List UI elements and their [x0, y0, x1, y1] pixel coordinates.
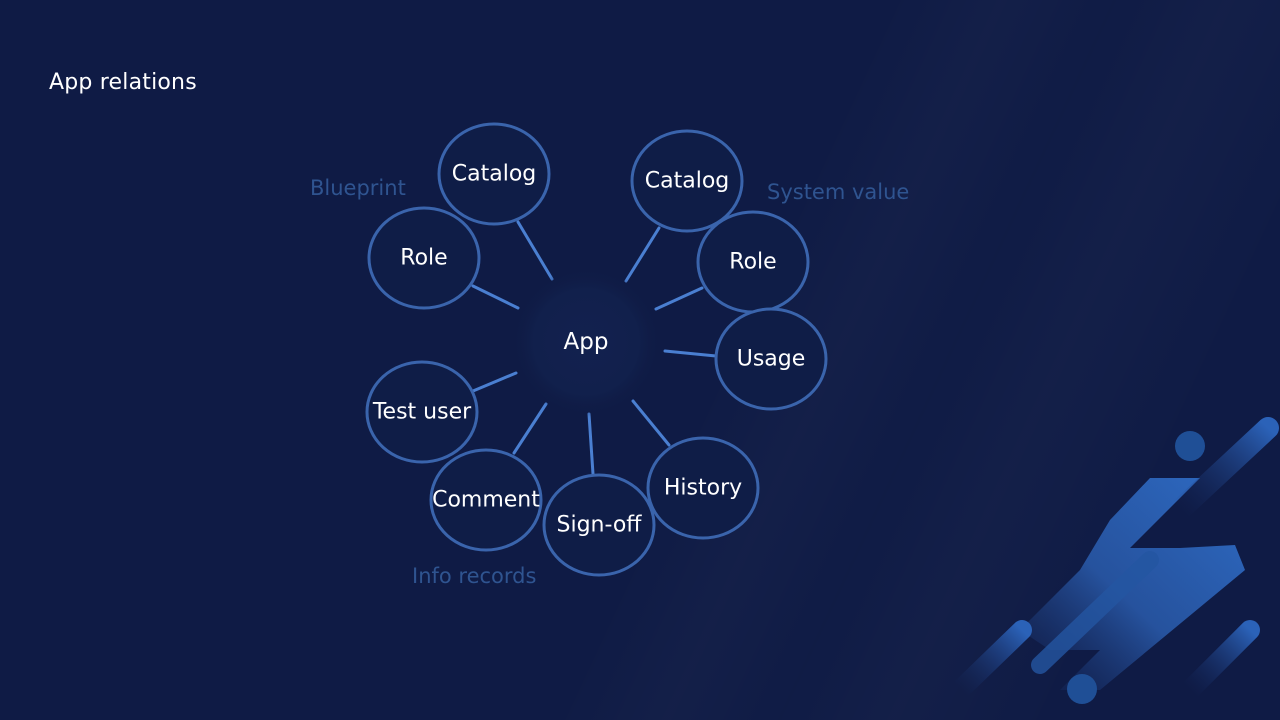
node-label: Comment	[432, 488, 540, 513]
connector-history	[631, 399, 671, 447]
node-catalog-system[interactable]: Catalog	[630, 129, 744, 233]
connector-usage	[663, 349, 718, 358]
node-circle	[365, 360, 479, 464]
node-circle	[429, 448, 543, 552]
connector-catalog-blueprint	[516, 220, 554, 281]
decor-streak-top	[1169, 417, 1279, 521]
node-role-blueprint[interactable]: Role	[367, 206, 481, 310]
node-label: Catalog	[645, 169, 730, 194]
decor-dot-top	[1175, 431, 1205, 461]
node-history[interactable]: History	[646, 436, 760, 540]
decorative-streaks	[950, 417, 1279, 704]
page-title: App relations	[49, 70, 197, 95]
node-label: Catalog	[452, 162, 537, 187]
group-label-blueprint: Blueprint	[310, 176, 406, 200]
decor-streak-right	[1180, 620, 1260, 700]
node-label: History	[664, 476, 742, 501]
node-sign-off[interactable]: Sign-off	[542, 473, 656, 577]
connector-comment	[512, 402, 548, 455]
center-node-label: App	[564, 329, 609, 355]
center-node-circle	[511, 267, 661, 417]
node-circle	[542, 473, 656, 577]
connectors	[471, 220, 718, 476]
group-label-info-records: Info records	[412, 564, 537, 588]
decor-dot-bottom	[1067, 674, 1097, 704]
decor-streak-left	[950, 620, 1032, 700]
node-label: Sign-off	[557, 513, 643, 538]
node-test-user[interactable]: Test user	[365, 360, 479, 464]
node-circle	[714, 307, 828, 411]
group-label-system-value: System value	[767, 180, 910, 204]
connector-role-blueprint	[471, 284, 520, 310]
node-catalog-blueprint[interactable]: Catalog	[437, 122, 551, 226]
node-label: Test user	[372, 400, 472, 425]
node-circle	[630, 129, 744, 233]
node-label: Role	[729, 250, 776, 275]
node-label: Usage	[737, 347, 806, 372]
node-usage[interactable]: Usage	[714, 307, 828, 411]
connector-role-system	[654, 286, 704, 311]
node-circle	[437, 122, 551, 226]
connector-catalog-system	[624, 226, 661, 283]
connector-sign-off	[587, 412, 595, 476]
node-label: Role	[400, 246, 447, 271]
center-node[interactable]: App	[511, 267, 661, 417]
node-comment[interactable]: Comment	[429, 448, 543, 552]
connector-test-user	[471, 371, 518, 393]
node-circle	[646, 436, 760, 540]
decor-streak-mid	[1031, 551, 1159, 674]
node-role-system[interactable]: Role	[696, 210, 810, 314]
node-circle	[367, 206, 481, 310]
